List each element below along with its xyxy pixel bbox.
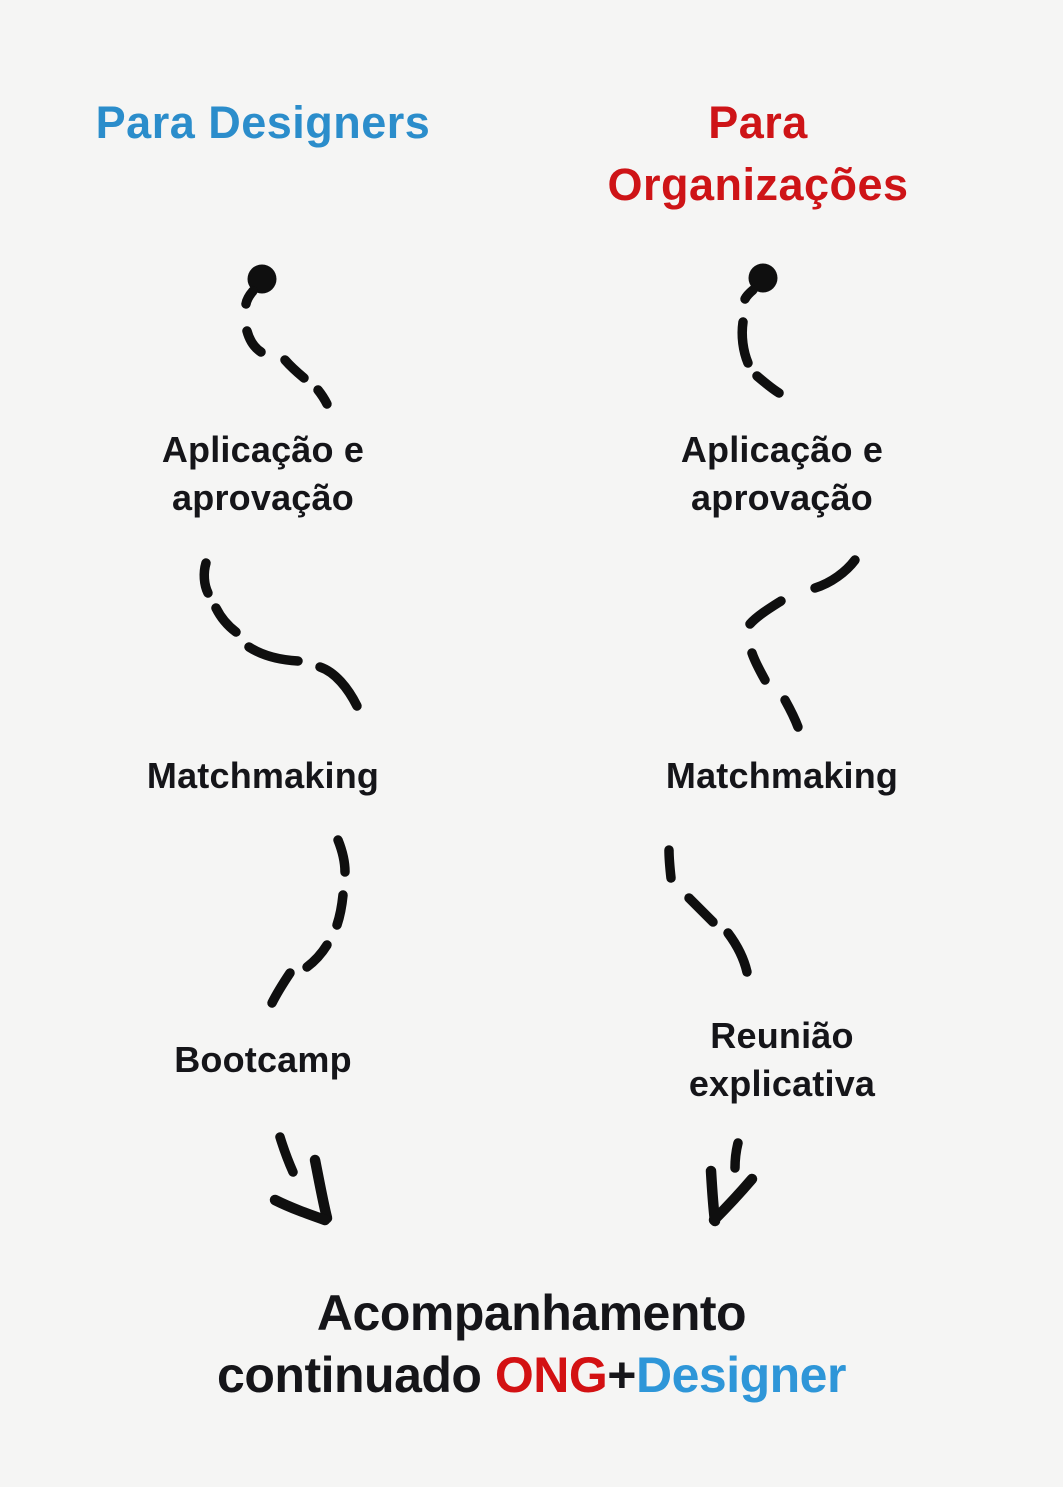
footer-plus-sign: +: [607, 1347, 636, 1403]
designers-start-arrow-icon: [241, 264, 332, 409]
organizations-step-aplicacao: Aplicação e aprovação: [680, 429, 884, 518]
designers-end-arrow-icon: [269, 1132, 333, 1226]
footer-caption: Acompanhamento continuado ONG+Designer: [0, 1282, 1063, 1406]
organizations-step-matchmaking: Matchmaking: [665, 755, 899, 796]
designers-step-matchmaking: Matchmaking: [146, 755, 380, 796]
designers-arrow-1-icon: [199, 558, 362, 711]
designers-arrow-2-icon: [267, 835, 350, 1008]
designers-step-aplicacao: Aplicação e aprovação: [161, 429, 365, 518]
organizations-step-reuniao: Reunião explicativa: [688, 1015, 876, 1104]
designers-step-bootcamp: Bootcamp: [174, 1039, 352, 1080]
footer-designer-label: Designer: [635, 1347, 846, 1403]
organizations-arrow-2-icon: [664, 845, 752, 977]
column-title-organizations: Para Organizações: [607, 97, 909, 211]
footer-ong-label: ONG: [494, 1347, 608, 1403]
column-title-designers: Para Designers: [95, 97, 431, 148]
footer-line1: Acompanhamento: [316, 1285, 747, 1341]
footer-line2-prefix: continuado: [217, 1347, 495, 1403]
organizations-arrow-1-icon: [745, 555, 860, 732]
organizations-end-arrow-icon: [705, 1138, 758, 1227]
organizations-start-arrow-icon: [737, 263, 784, 398]
